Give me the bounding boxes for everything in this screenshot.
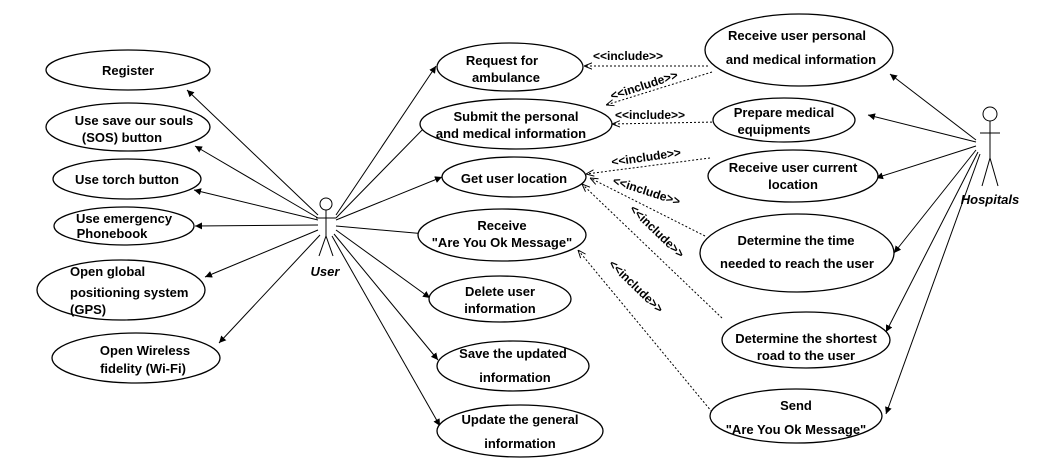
use-case-sos-line2: (SOS) button: [82, 130, 162, 145]
use-case-delete-line1: Delete user: [465, 284, 535, 299]
include-label-7: <<include>>: [606, 257, 666, 316]
assoc-user-phonebook: [194, 222, 319, 230]
use-case-time-line2: needed to reach the user: [720, 256, 874, 271]
use-case-gps-line2: positioning system: [70, 285, 188, 300]
use-case-receive-ok-line1: Receive: [477, 218, 526, 233]
include-dep-2: [606, 71, 713, 105]
hospital-associations: [867, 73, 981, 415]
use-case-torch[interactable]: Use torch button: [52, 158, 202, 200]
use-case-delete-line2: information: [464, 301, 536, 316]
use-case-ambulance-line2: ambulance: [472, 70, 540, 85]
assoc-user-receive-ok: [335, 225, 427, 237]
include-label-5: <<include>>: [611, 174, 682, 209]
use-case-save-updated-line1: Save the updated: [459, 346, 567, 361]
include-dependencies: [578, 66, 723, 413]
use-case-update-general-line2: information: [484, 436, 556, 451]
use-case-time[interactable]: Determine the time needed to reach the u…: [699, 213, 895, 293]
assoc-user-ambulance: [335, 65, 437, 216]
use-case-shortest[interactable]: Determine the shortest road to the user: [721, 311, 891, 369]
use-case-receive-ok-line2: "Are You Ok Message": [432, 235, 572, 250]
include-labels: <<include>> <<include>> <<include>> <<in…: [593, 49, 687, 316]
assoc-user-submit: [335, 123, 429, 219]
use-case-receive-info-line2: and medical information: [726, 52, 876, 67]
include-label-4: <<include>>: [610, 145, 681, 169]
use-case-send-ok-line1: Send: [780, 398, 812, 413]
assoc-hosp-receive-info: [889, 73, 977, 141]
use-case-phonebook-line1: Use emergency: [76, 211, 173, 226]
actor-user-label: User: [311, 264, 341, 279]
actor-hospitals[interactable]: Hospitals: [961, 106, 1020, 207]
assoc-hosp-shortest: [885, 151, 979, 333]
include-label-6: <<include>>: [627, 202, 687, 261]
use-case-wifi[interactable]: Open Wireless fidelity (Wi-Fi): [51, 332, 221, 384]
use-case-save-updated-line2: information: [479, 370, 551, 385]
assoc-user-save: [333, 233, 439, 361]
use-case-gps-line1: Open global: [70, 264, 145, 279]
include-dep-3: [612, 122, 717, 124]
include-dep-7: [578, 250, 713, 413]
use-case-gps[interactable]: Open global positioning system (GPS): [36, 259, 206, 321]
include-label-1: <<include>>: [593, 49, 663, 63]
assoc-hosp-receive-loc: [875, 145, 977, 180]
use-case-submit-line1: Submit the personal: [454, 109, 579, 124]
use-case-sos-line1: Use save our souls: [75, 113, 194, 128]
use-case-receive-info-line1: Receive user personal: [728, 28, 866, 43]
use-case-ambulance-line1: Request for: [466, 53, 538, 68]
use-case-shortest-line1: Determine the shortest: [735, 331, 877, 346]
use-case-phonebook[interactable]: Use emergency Phonebook: [53, 206, 195, 246]
assoc-hosp-prepare: [867, 113, 977, 143]
assoc-hosp-send-ok: [885, 153, 981, 415]
user-associations: [186, 65, 443, 427]
use-case-ambulance[interactable]: Request for ambulance: [436, 42, 584, 92]
include-label-3: <<include>>: [615, 108, 685, 122]
use-case-save-updated[interactable]: Save the updated information: [436, 340, 590, 392]
assoc-user-wifi: [218, 234, 321, 344]
use-case-wifi-line1: Open Wireless: [100, 343, 190, 358]
use-case-send-ok-line2: "Are You Ok Message": [726, 422, 866, 437]
use-case-torch-line1: Use torch button: [75, 172, 179, 187]
use-case-prepare-line1: Prepare medical: [734, 105, 834, 120]
use-case-prepare[interactable]: Prepare medical equipments: [712, 97, 856, 143]
assoc-user-register: [186, 89, 319, 216]
use-case-location-line1: Get user location: [461, 171, 567, 186]
use-case-delete[interactable]: Delete user information: [428, 275, 572, 323]
use-case-shortest-line2: road to the user: [757, 348, 855, 363]
use-case-update-general[interactable]: Update the general information: [436, 404, 604, 458]
actor-hospitals-label: Hospitals: [961, 192, 1020, 207]
use-case-register-line1: Register: [102, 63, 154, 78]
user-stick-figure-icon: [316, 197, 336, 257]
hospitals-stick-figure-icon: [980, 106, 1000, 187]
actor-user[interactable]: User: [311, 197, 341, 279]
include-dep-6: [582, 184, 723, 319]
use-case-receive-loc[interactable]: Receive user current location: [707, 149, 879, 203]
use-case-receive-info[interactable]: Receive user personal and medical inform…: [704, 13, 894, 87]
use-case-location[interactable]: Get user location: [441, 156, 587, 198]
use-case-receive-loc-line1: Receive user current: [729, 160, 858, 175]
use-case-receive-ok[interactable]: Receive "Are You Ok Message": [417, 208, 587, 262]
include-dep-5: [590, 178, 706, 237]
use-case-update-general-line1: Update the general: [461, 412, 578, 427]
use-case-receive-loc-line2: location: [768, 177, 818, 192]
use-case-prepare-line2: equipments: [738, 122, 811, 137]
use-case-wifi-line2: fidelity (Wi-Fi): [100, 361, 186, 376]
assoc-user-torch: [193, 188, 319, 221]
use-case-submit[interactable]: Submit the personal and medical informat…: [419, 98, 613, 150]
assoc-hosp-time: [893, 149, 977, 254]
assoc-user-update: [331, 235, 441, 427]
use-case-sos[interactable]: Use save our souls (SOS) button: [45, 102, 211, 152]
include-dep-4: [586, 157, 711, 174]
use-case-time-line1: Determine the time: [737, 233, 854, 248]
use-case-gps-line3: (GPS): [70, 302, 106, 317]
use-case-phonebook-line2: Phonebook: [77, 226, 149, 241]
use-case-register[interactable]: Register: [45, 49, 211, 91]
assoc-user-gps: [204, 229, 319, 278]
assoc-user-location: [335, 176, 443, 221]
assoc-user-sos: [194, 145, 319, 219]
use-case-submit-line2: and medical information: [436, 126, 586, 141]
assoc-user-delete: [335, 229, 431, 299]
use-case-send-ok[interactable]: Send "Are You Ok Message": [709, 388, 883, 444]
